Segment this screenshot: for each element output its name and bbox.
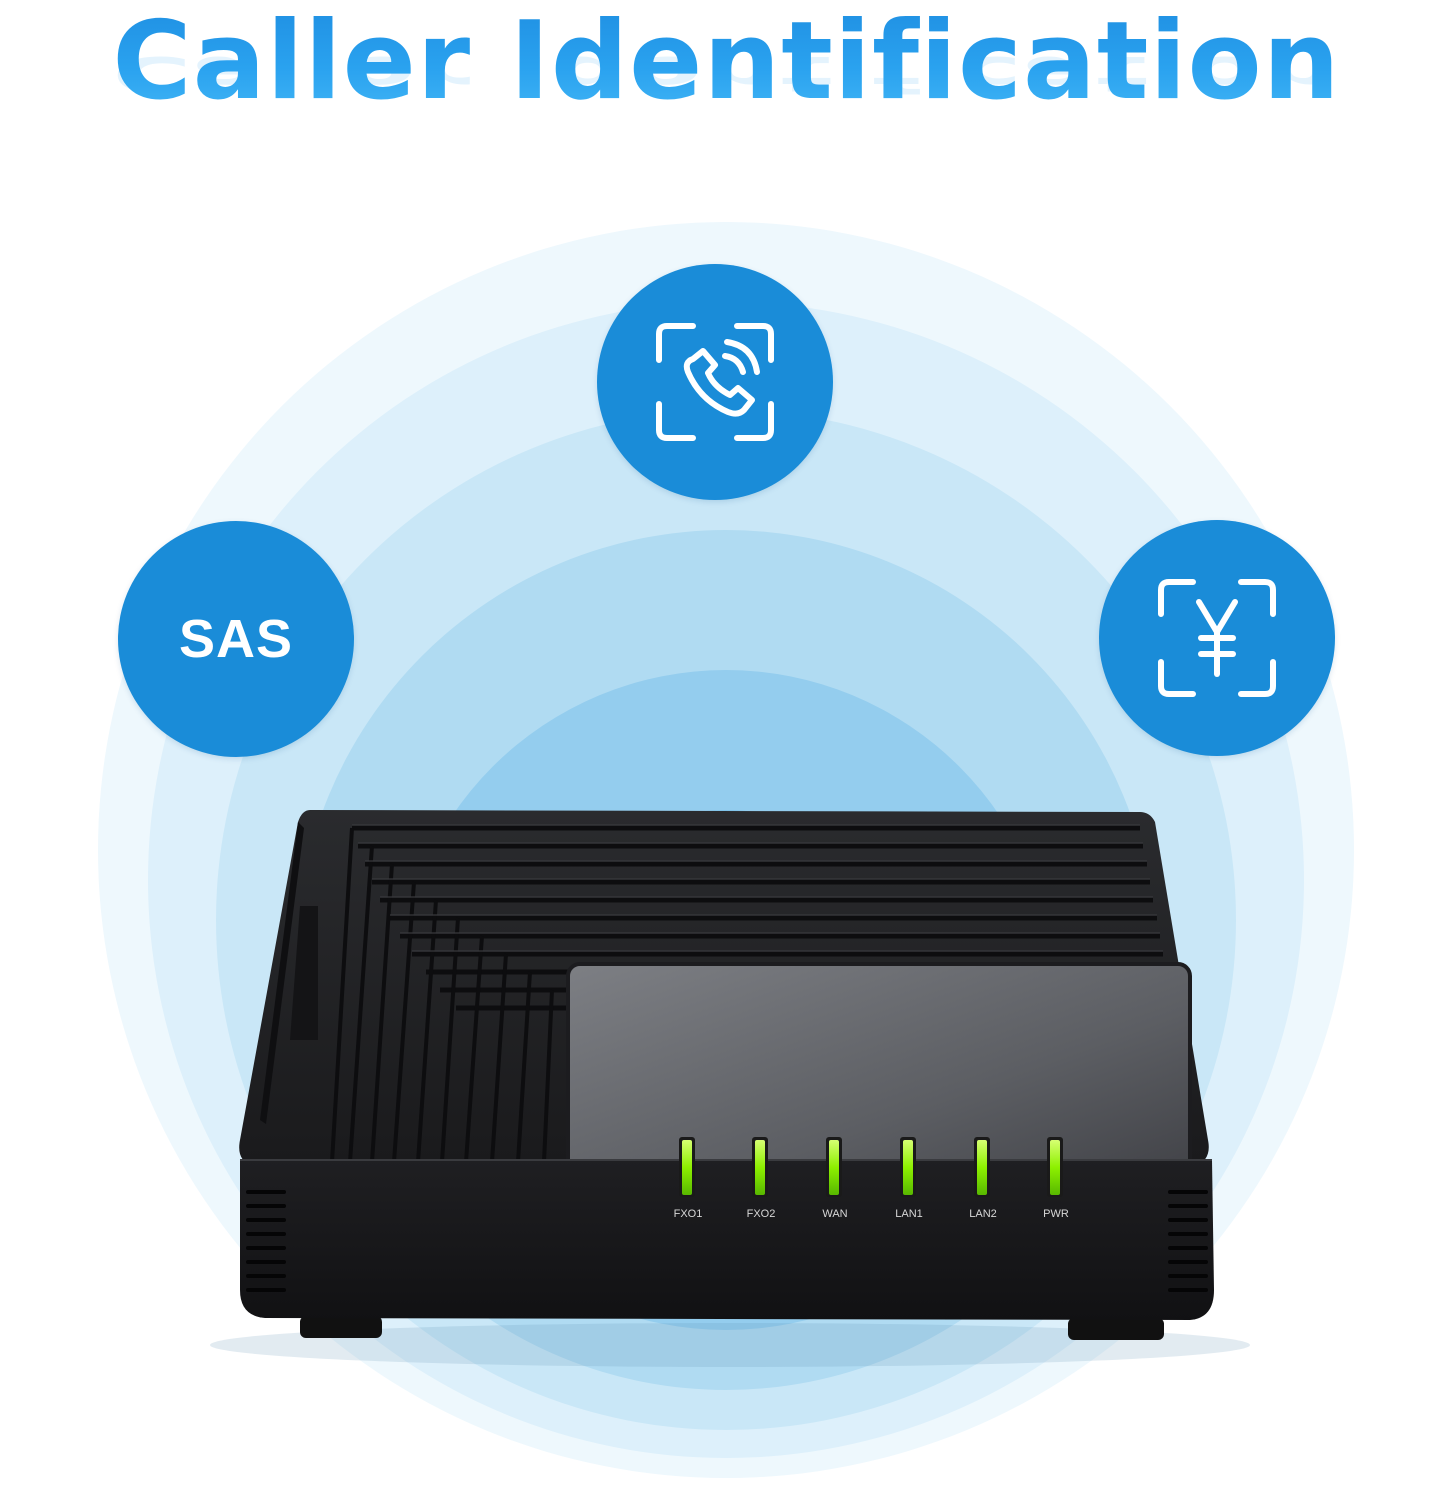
yen-badge	[1099, 520, 1335, 756]
device-top-panel	[568, 964, 1190, 1190]
yen-scan-icon	[1158, 579, 1276, 697]
sas-label: SAS	[178, 609, 294, 669]
led-label-lan2: LAN2	[969, 1208, 997, 1220]
led-label-wan: WAN	[822, 1208, 847, 1220]
device-foot-left	[300, 1316, 382, 1338]
led-indicator-wan	[826, 1137, 842, 1197]
led-label-fxo1: FXO1	[674, 1208, 703, 1220]
led-indicator-lan1	[900, 1137, 916, 1197]
led-indicator-fxo1	[679, 1137, 695, 1197]
sas-badge: SAS	[118, 521, 354, 757]
led-indicator-fxo2	[752, 1137, 768, 1197]
page-title: Caller Identification	[0, 2, 1453, 122]
phone-badge	[597, 264, 833, 500]
phone-scan-icon	[656, 323, 774, 441]
led-label-pwr: PWR	[1043, 1208, 1069, 1220]
led-indicator-lan2	[974, 1137, 990, 1197]
led-indicator-pwr	[1047, 1137, 1063, 1197]
led-label-lan1: LAN1	[895, 1208, 923, 1220]
device-foot-right	[1068, 1318, 1164, 1340]
led-label-fxo2: FXO2	[747, 1208, 776, 1220]
